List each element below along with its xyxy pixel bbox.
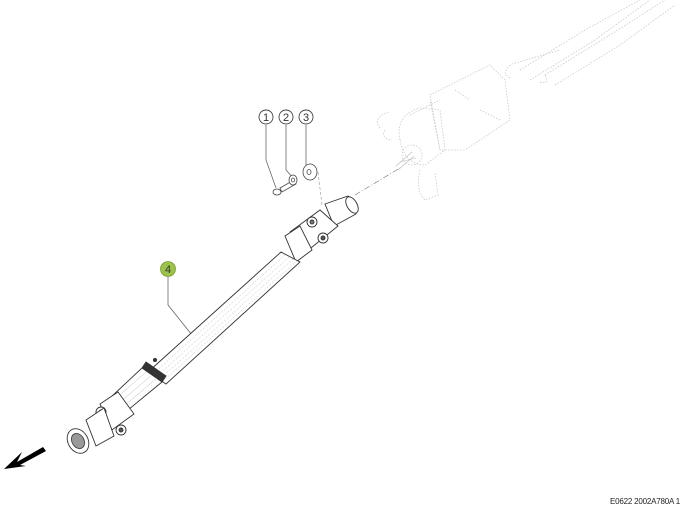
callout-4-highlighted[interactable]: 4: [160, 261, 176, 277]
callout-4-bubble: [160, 261, 176, 277]
part-3-spacer[interactable]: [302, 163, 318, 181]
assembly-guide-line: [317, 171, 323, 206]
callout-3[interactable]: 3: [298, 109, 314, 125]
ghost-spline: [395, 151, 417, 171]
ghost-steering-unit: [376, 0, 676, 201]
leader-lines: [167, 125, 307, 336]
axis-centerline: [354, 167, 401, 196]
callout-4-label: 4: [165, 264, 171, 276]
part-2-washer[interactable]: [288, 174, 298, 186]
part-4-shaft-assembly[interactable]: [63, 195, 361, 458]
callout-2[interactable]: 2: [278, 109, 294, 125]
callout-1-label: 1: [263, 112, 269, 124]
callout-3-label: 3: [303, 112, 309, 124]
drawing-reference-code: E0622 2002A780A 1: [609, 497, 680, 506]
callout-2-label: 2: [283, 112, 289, 124]
callout-1[interactable]: 1: [258, 109, 274, 125]
arrow-down-left-icon: [4, 447, 46, 469]
